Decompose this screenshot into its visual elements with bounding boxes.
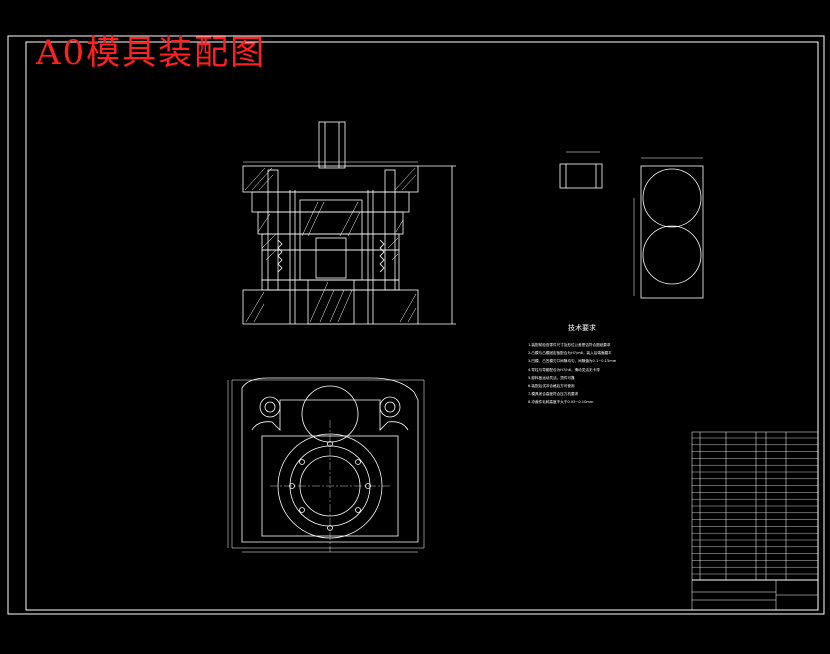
drawing-border	[7, 35, 825, 615]
technical-note: 6.装配后试冲合格后方可使用	[528, 384, 575, 389]
drawing-title: A0模具装配图	[36, 33, 267, 73]
technical-note: 8.冲裁件毛刺高度不大于0.05~0.10mm	[528, 400, 594, 405]
technical-note: 5.卸料板运动灵活，顶件可靠	[528, 375, 575, 380]
bom-table	[691, 431, 819, 611]
plan-view	[227, 377, 425, 553]
technical-note: 2.凸模与凸模固定板配合为H7/m6，装入后端面磨平	[528, 351, 612, 356]
technical-note: 7.模具闭合高度符合压力机要求	[528, 392, 579, 397]
technical-requirements-heading: 技术要求	[568, 324, 596, 332]
technical-note: 4.导柱与导套配合为H7/h6，滑动灵活无卡滞	[528, 367, 600, 372]
technical-requirements-list: 1.装配前检查零件尺寸及形位公差是否符合图纸要求 2.凸模与凸模固定板配合为H7…	[528, 341, 688, 407]
section-hatching	[244, 167, 417, 323]
technical-note: 1.装配前检查零件尺寸及形位公差是否符合图纸要求	[528, 343, 611, 347]
part-detail-small	[559, 151, 603, 189]
bom-rows	[692, 437, 818, 575]
front-section-view	[242, 121, 456, 325]
technical-note: 3.凹模、凸凹模刃口间隙均匀，间隙值为0.1~0.15mm	[528, 359, 617, 364]
part-detail-blank	[633, 157, 704, 299]
